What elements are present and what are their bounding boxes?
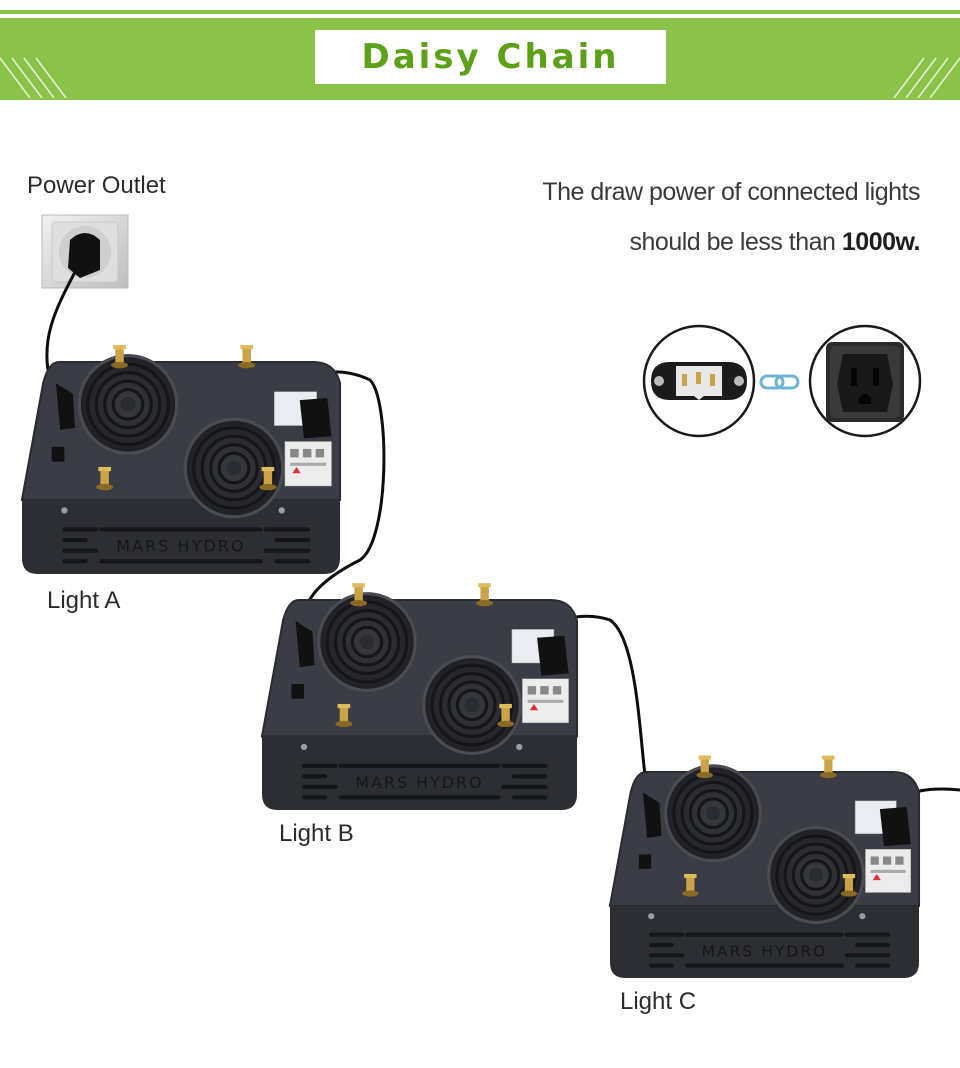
- us-socket-icon: [810, 326, 920, 436]
- iec-inlet-icon: [644, 326, 754, 436]
- chain-link-icon: [761, 376, 798, 388]
- light-b: [262, 583, 577, 810]
- light-c: [610, 756, 919, 978]
- power-outlet-icon: [42, 215, 128, 288]
- light-a: [22, 345, 340, 574]
